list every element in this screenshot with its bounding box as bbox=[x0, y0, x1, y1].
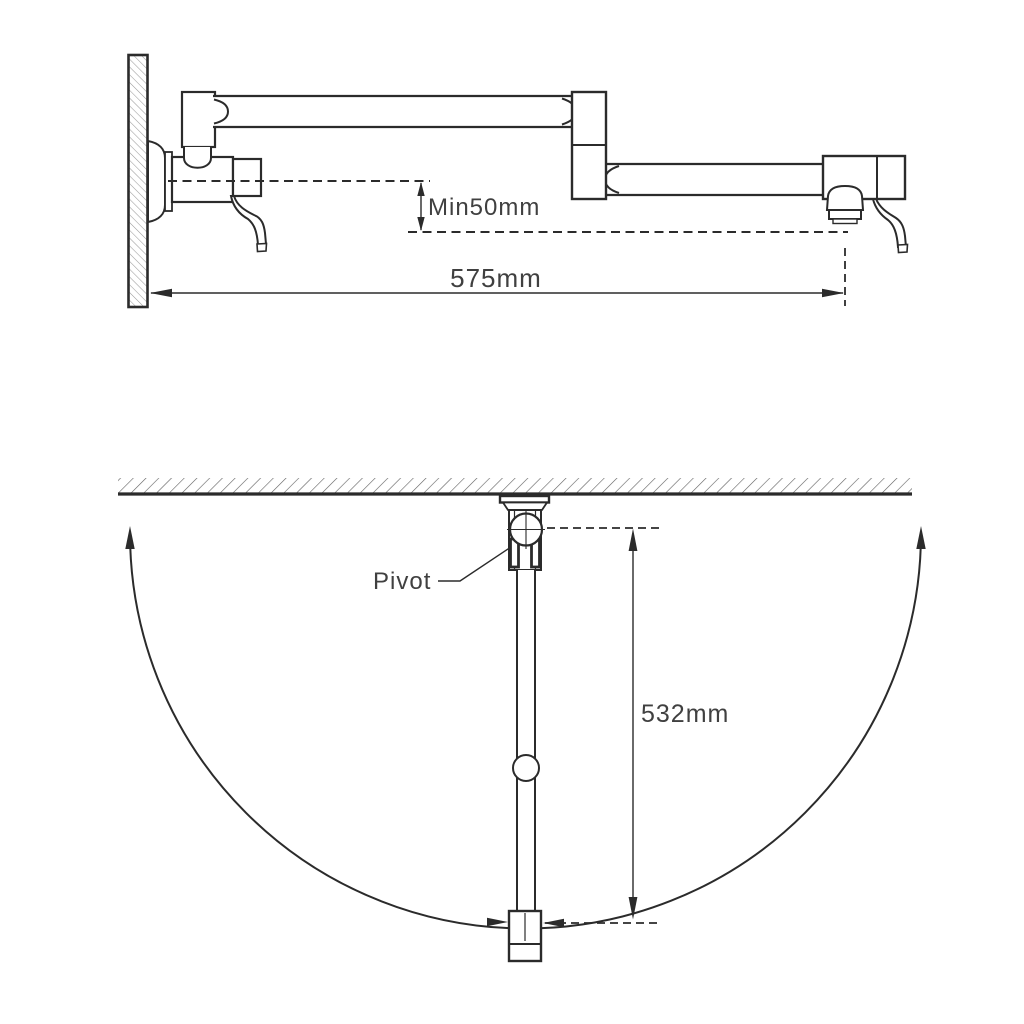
upper-arm-pipe bbox=[213, 94, 578, 129]
swing-dimension: 532mm bbox=[628, 528, 729, 920]
pivot-crosshair bbox=[507, 511, 545, 549]
spout-ref-arrow-left-icon bbox=[543, 918, 564, 928]
valve-handle bbox=[229, 195, 268, 253]
riser-pipe bbox=[180, 90, 217, 149]
spout-ref-arrow-right-icon bbox=[487, 917, 508, 927]
min-clearance-label: Min50mm bbox=[428, 194, 540, 221]
mounting-flange-cone bbox=[501, 501, 549, 511]
lower-arm-pipe bbox=[600, 162, 823, 197]
upper-arm-left-cap bbox=[213, 98, 230, 125]
dim-arrow-down-icon bbox=[628, 897, 638, 920]
plan-swing-view: 532mm Pivot bbox=[118, 478, 926, 963]
swing-arm-fill bbox=[517, 570, 535, 911]
pivot-leader-line bbox=[438, 546, 512, 582]
spout-nozzle-tip bbox=[832, 218, 858, 225]
swing-arm bbox=[512, 570, 540, 911]
escutcheon-flange bbox=[147, 139, 166, 224]
spout-handle-lever bbox=[871, 198, 908, 248]
min-clearance-dimension: Min50mm bbox=[417, 182, 540, 231]
arrow-down-icon bbox=[417, 217, 425, 231]
pivot-housing bbox=[507, 509, 545, 571]
wall-section-hatched bbox=[127, 53, 149, 309]
pivot-callout: Pivot bbox=[373, 546, 512, 595]
reach-label: 575mm bbox=[450, 263, 542, 293]
upper-arm-fill bbox=[213, 96, 578, 127]
upper-arm-outline bbox=[213, 94, 578, 129]
lower-arm-fill bbox=[600, 164, 823, 195]
riser-dome-joint bbox=[183, 147, 212, 169]
pivot-label: Pivot bbox=[373, 568, 431, 595]
lower-arm-outline bbox=[600, 162, 823, 197]
swing-arm-outline bbox=[516, 570, 536, 911]
mounting-flange-bar bbox=[498, 494, 551, 504]
spout-nozzle-dome bbox=[825, 184, 865, 211]
arrow-right-icon bbox=[822, 288, 844, 298]
swing-label: 532mm bbox=[641, 700, 729, 728]
articulation-joint bbox=[570, 90, 608, 201]
spout-end bbox=[507, 909, 543, 963]
valve-handle-tip bbox=[256, 242, 268, 253]
wall-hatching bbox=[118, 478, 912, 493]
spout-handle-tip bbox=[897, 243, 909, 254]
arc-arrow-right-icon bbox=[916, 526, 926, 549]
valve-handle-lever bbox=[229, 195, 268, 247]
spout-head bbox=[821, 154, 909, 254]
spout-head-body bbox=[821, 154, 907, 201]
reach-dimension: 575mm bbox=[150, 263, 844, 298]
side-elevation-view: Min50mm 575mm bbox=[127, 53, 909, 309]
arc-arrow-left-icon bbox=[125, 526, 135, 549]
arrow-left-icon bbox=[150, 288, 172, 298]
arm-joint-circle bbox=[512, 754, 540, 782]
spout-nozzle-lip bbox=[828, 209, 862, 220]
dim-arrow-up-icon bbox=[628, 528, 638, 551]
arrow-up-icon bbox=[417, 182, 425, 196]
valve-handle-mount bbox=[231, 157, 263, 198]
